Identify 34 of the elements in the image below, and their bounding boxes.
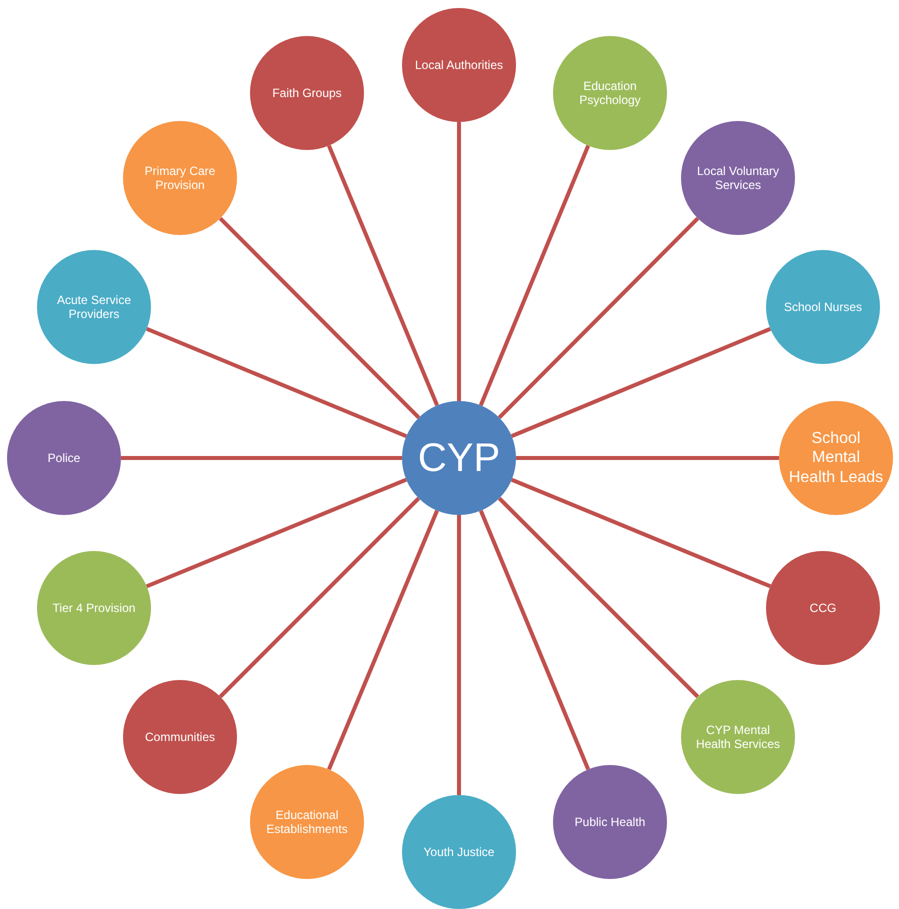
- connector-line: [479, 510, 590, 770]
- node-label: Faith Groups: [272, 86, 342, 100]
- node-label: Tier 4 Provision: [52, 600, 136, 616]
- connector-line: [498, 496, 700, 698]
- connector-line: [510, 478, 772, 588]
- node-label: Local Authorities: [414, 58, 504, 72]
- connector-line: [457, 122, 461, 401]
- node-label: Local Voluntary Services: [696, 164, 780, 192]
- connector-line: [516, 456, 779, 460]
- connector-line: [498, 216, 700, 420]
- node-label: Primary Care Provision: [144, 164, 216, 192]
- node-label: Educational Establishments: [265, 808, 349, 836]
- node-label: CYP: [418, 435, 500, 482]
- node-label: Acute Service Providers: [56, 292, 132, 322]
- node-label: School Mental Health Leads: [788, 429, 884, 487]
- connector-line: [510, 327, 772, 438]
- connector-line: [146, 478, 408, 588]
- node-label: CCG: [810, 600, 836, 616]
- connector-line: [327, 510, 439, 770]
- connector-line: [478, 144, 590, 406]
- node-label: Communities: [144, 730, 216, 744]
- connector-line: [457, 515, 461, 795]
- node-label: CYP Mental Health Services: [694, 722, 782, 752]
- node-label: School Nurses: [784, 300, 862, 314]
- hub-circle: [402, 401, 516, 515]
- node-label: Police: [48, 450, 80, 466]
- connector-line: [146, 326, 408, 438]
- node-label: Public Health: [574, 814, 646, 830]
- node-label: Education Psychology: [578, 78, 642, 108]
- connector-line: [218, 496, 420, 698]
- connector-line: [218, 216, 420, 420]
- connector-line: [121, 456, 402, 460]
- node-label: Youth Justice: [424, 844, 494, 860]
- connector-line: [327, 144, 439, 406]
